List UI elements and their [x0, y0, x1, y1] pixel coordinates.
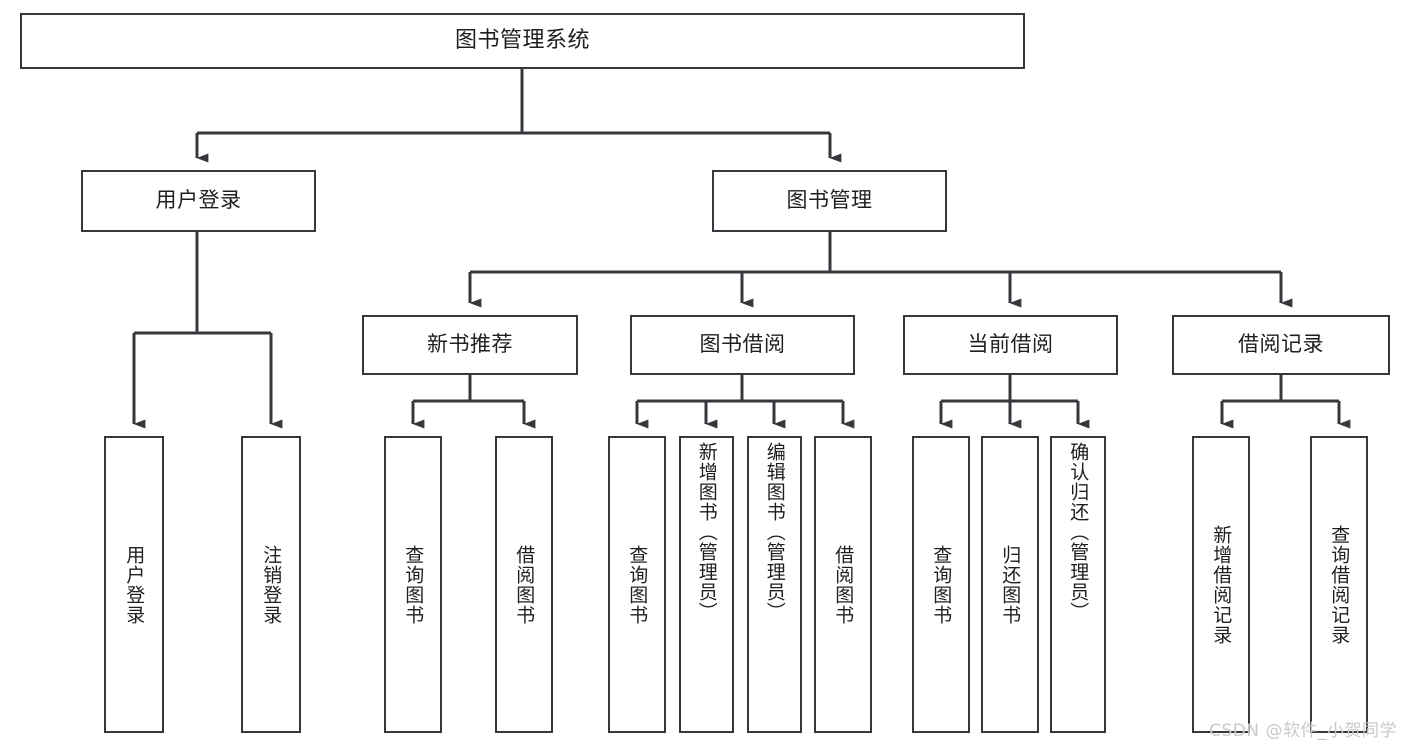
- node-label: 用户登录: [123, 544, 146, 625]
- node-label: 查询图书: [626, 544, 649, 625]
- node-leaf-query-book-2[interactable]: 查询图书: [608, 436, 666, 733]
- node-book-management[interactable]: 图书管理: [712, 170, 947, 232]
- node-label: 图书管理: [786, 188, 873, 213]
- node-label: 借阅图书: [513, 544, 536, 625]
- node-leaf-add-book[interactable]: 新增图书（管理员）: [679, 436, 734, 733]
- node-leaf-query-record[interactable]: 查询借阅记录: [1310, 436, 1368, 733]
- node-label: 当前借阅: [967, 332, 1054, 357]
- node-label: 查询借阅记录: [1328, 524, 1351, 645]
- node-label: 图书借阅: [699, 332, 786, 357]
- node-label: 新增借阅记录: [1210, 524, 1233, 645]
- node-leaf-add-record[interactable]: 新增借阅记录: [1192, 436, 1250, 733]
- node-leaf-borrow-book-2[interactable]: 借阅图书: [814, 436, 872, 733]
- node-label: 确认归还（管理员）: [1067, 442, 1090, 622]
- node-leaf-confirm-return[interactable]: 确认归还（管理员）: [1050, 436, 1106, 733]
- node-leaf-edit-book[interactable]: 编辑图书（管理员）: [747, 436, 802, 733]
- node-new-book-recommend[interactable]: 新书推荐: [362, 315, 578, 375]
- node-leaf-return-book[interactable]: 归还图书: [981, 436, 1039, 733]
- node-label: 查询图书: [402, 544, 425, 625]
- node-leaf-user-login[interactable]: 用户登录: [104, 436, 164, 733]
- node-label: 借阅记录: [1238, 332, 1324, 357]
- watermark-text: CSDN @软件_小贺同学: [1209, 721, 1397, 741]
- node-label: 新增图书（管理员）: [695, 442, 718, 622]
- node-label: 编辑图书（管理员）: [763, 442, 786, 622]
- node-leaf-logout-login[interactable]: 注销登录: [241, 436, 301, 733]
- node-book-borrow[interactable]: 图书借阅: [630, 315, 855, 375]
- node-current-borrow[interactable]: 当前借阅: [903, 315, 1118, 375]
- node-label: 用户登录: [155, 188, 242, 213]
- node-label: 借阅图书: [832, 544, 855, 625]
- node-borrow-record[interactable]: 借阅记录: [1172, 315, 1390, 375]
- node-leaf-query-book-3[interactable]: 查询图书: [912, 436, 970, 733]
- node-user-login[interactable]: 用户登录: [81, 170, 316, 232]
- node-leaf-borrow-book-1[interactable]: 借阅图书: [495, 436, 553, 733]
- node-label: 归还图书: [999, 544, 1022, 625]
- node-book-management-system[interactable]: 图书管理系统: [20, 13, 1025, 69]
- node-leaf-query-book-1[interactable]: 查询图书: [384, 436, 442, 733]
- node-label: 注销登录: [260, 544, 283, 625]
- node-label: 图书管理系统: [454, 27, 590, 53]
- node-label: 新书推荐: [427, 332, 513, 357]
- node-label: 查询图书: [930, 544, 953, 625]
